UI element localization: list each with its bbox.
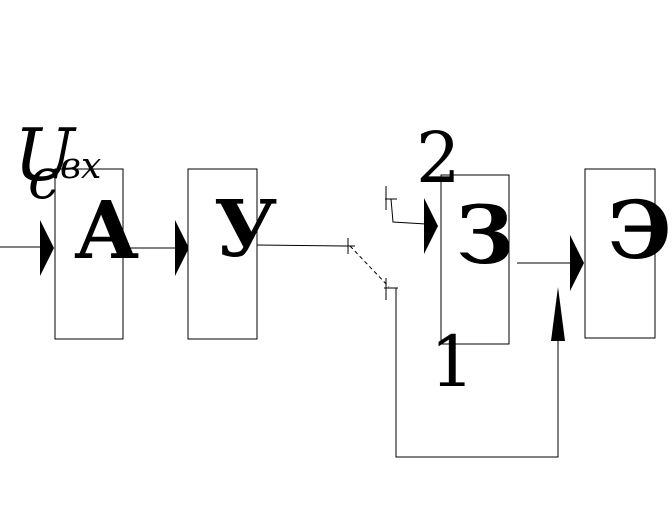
wire-contact2-z: [390, 198, 427, 225]
arrow-into-y: [175, 220, 189, 276]
block-y: [187, 168, 258, 340]
block-z-letter: З: [456, 188, 514, 282]
block-e-letter: Э: [608, 183, 672, 277]
arrow-into-a: [40, 220, 54, 276]
block-a-letter: А: [74, 183, 139, 277]
switch-label-2: 2: [416, 117, 461, 199]
input-label-overlay: с: [28, 147, 59, 212]
switch-label-1: 1: [430, 321, 475, 403]
feedback-wire: [395, 288, 559, 458]
switch-blade: [349, 245, 390, 288]
block-a: [54, 168, 124, 340]
input-label-main: U: [14, 113, 77, 197]
arrow-into-e: [570, 235, 584, 291]
block-z: [440, 174, 510, 345]
feedback-arrow: [551, 287, 565, 341]
arrow-into-z: [424, 198, 438, 254]
block-e: [584, 168, 656, 339]
wire-y-switch: [256, 244, 346, 247]
block-y-letter: У: [214, 184, 277, 275]
input-label-subscript: вх: [60, 146, 101, 187]
